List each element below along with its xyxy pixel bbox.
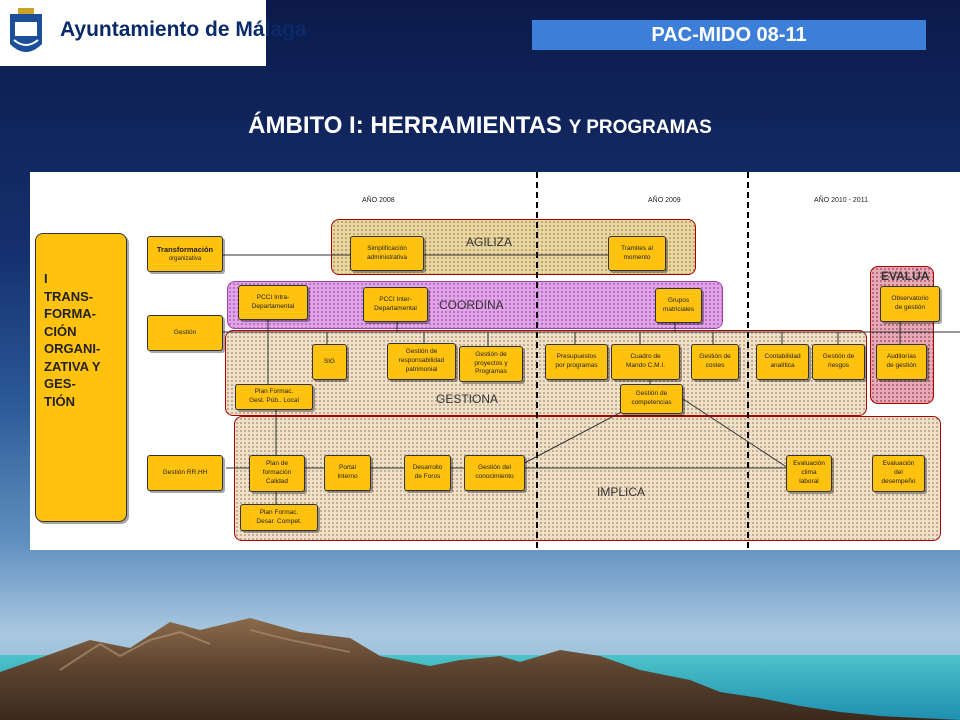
zone-label-agiliza: AGILIZA bbox=[466, 235, 513, 249]
node-sig: SIG bbox=[312, 344, 347, 380]
node-transformacion-sub: organizativa bbox=[168, 256, 202, 263]
title-main: ÁMBITO I: HERRAMIENTAS bbox=[248, 112, 562, 139]
city-seal-icon bbox=[10, 8, 42, 52]
node-simplificacion: Simplificación administrativa bbox=[350, 236, 424, 271]
zone-label-evalua: EVALÚA bbox=[881, 269, 930, 283]
node-costes: Gestión de costes bbox=[691, 344, 739, 380]
node-plan-formacion-calidad: Plan de formación Calidad bbox=[249, 455, 305, 492]
node-transformacion: Transformación organizativa bbox=[147, 236, 223, 272]
node-gestion-rrhh: Gestión RR.HH bbox=[147, 455, 223, 491]
logo-area: Ayuntamiento de Málaga bbox=[0, 0, 307, 66]
node-transformacion-title: Transformación bbox=[156, 244, 214, 254]
node-pcci-intra: PCCI Intra- Departamental bbox=[238, 285, 308, 320]
node-riesgos: Gestión de riesgos bbox=[812, 344, 865, 380]
zone-label-implica: IMPLICA bbox=[597, 485, 646, 499]
connector-lines bbox=[221, 172, 960, 550]
node-foros: Desarrollo de Foros bbox=[404, 455, 451, 491]
node-resp-patrimonial: Gestión de responsabilidad patrimonial bbox=[387, 343, 456, 380]
node-contabilidad: Contabilidad analítica bbox=[756, 344, 809, 380]
node-cuadro-mando: Cuadro de Mando C.M.I. bbox=[611, 344, 680, 380]
node-pcci-inter: PCCI Inter- Departamental bbox=[363, 287, 428, 322]
page-title: ÁMBITO I: HERRAMIENTAS Y PROGRAMAS bbox=[0, 112, 960, 140]
zone-label-coordina: COORDINA bbox=[439, 298, 504, 312]
zone-label-gestiona: GESTIONA bbox=[436, 392, 499, 406]
node-auditorias: Auditorías de gestión bbox=[876, 344, 927, 380]
node-competencias: Gestión de competencias bbox=[620, 384, 683, 414]
diagram-panel: AÑO 2008 AÑO 2009 AÑO 2010 - 2011 AGILIZ… bbox=[30, 172, 960, 550]
mountains-illustration bbox=[0, 618, 960, 720]
year-label-2009: AÑO 2009 bbox=[648, 197, 681, 204]
node-presupuestos: Presupuestos por programas bbox=[545, 344, 608, 380]
node-plan-formac-desar: Plan Formac. Desar. Compet. bbox=[240, 504, 318, 531]
program-banner: PAC-MIDO 08-11 bbox=[532, 20, 926, 50]
node-desempeno: Evaluación del desempeño bbox=[872, 455, 925, 492]
node-gestion: Gestión bbox=[147, 315, 223, 351]
year-label-2010: AÑO 2010 - 2011 bbox=[814, 197, 868, 204]
title-small: Y PROGRAMAS bbox=[568, 117, 712, 138]
year-label-2008: AÑO 2008 bbox=[362, 197, 395, 204]
zone-coordina bbox=[227, 281, 723, 329]
node-tramites: Tramites al momento bbox=[608, 236, 666, 271]
transformacion-organizativa-box: I TRANS- FORMA- CIÓN ORGANI- ZATIVA Y GE… bbox=[35, 233, 127, 522]
logo-text: Ayuntamiento de Málaga bbox=[60, 18, 307, 41]
node-conocimiento: Gestión del conocimiento bbox=[464, 455, 525, 491]
node-portal: Portal Interno bbox=[324, 455, 371, 491]
node-clima: Evaluación clima laboral bbox=[786, 455, 832, 492]
node-observatorio: Observatorio de gestión bbox=[880, 286, 940, 322]
node-proyectos: Gestión de proyectos y Programas bbox=[459, 346, 523, 382]
node-grupos: Grupos matriciales bbox=[655, 288, 702, 323]
node-plan-formac-gest: Plan Formac. Gest. Púb.. Local bbox=[235, 384, 313, 410]
